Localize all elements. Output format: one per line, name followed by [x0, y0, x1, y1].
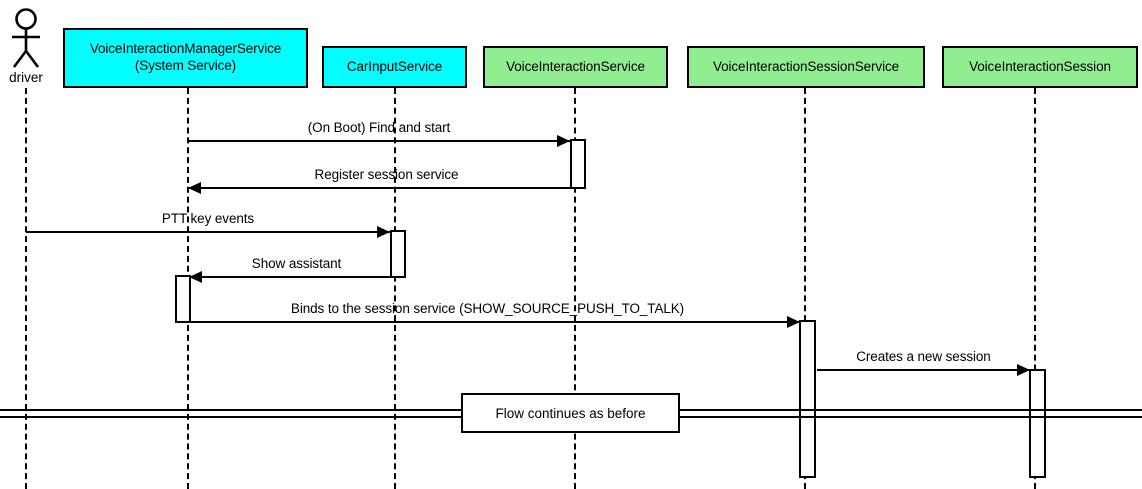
message-label-register-session-service: Register session service	[314, 167, 459, 182]
participant-label-carinput: CarInputService	[346, 58, 443, 74]
actor-driver[interactable]	[6, 8, 46, 70]
message-arrowhead-binds-to-session-service	[787, 316, 800, 328]
message-line-show-assistant	[188, 276, 405, 278]
message-arrowhead-show-assistant	[189, 271, 202, 283]
divider-note-label: Flow continues as before	[495, 405, 646, 421]
activation-bar-voiceinteractionmanagerservice	[175, 275, 191, 323]
message-arrowhead-register-session-service	[188, 182, 201, 194]
message-line-on-boot-find-and-start	[188, 140, 570, 142]
activation-bar-voiceinteractionservice	[570, 139, 586, 189]
message-label-show-assistant: Show assistant	[251, 256, 342, 271]
participant-voiceinteractionsessionservice[interactable]: VoiceInteractionSessionService	[687, 46, 925, 88]
message-line-creates-a-new-session	[817, 369, 1030, 371]
lifeline-vis	[574, 88, 576, 489]
message-label-ptt-key-events: PTT key events	[161, 211, 255, 226]
participant-label-viss: VoiceInteractionSessionService	[712, 58, 900, 74]
participant-label-vis: VoiceInteractionService	[506, 58, 645, 74]
message-label-creates-a-new-session: Creates a new session	[856, 349, 991, 364]
participant-voiceinteractionsession[interactable]: VoiceInteractionSession	[942, 46, 1138, 88]
message-arrowhead-creates-a-new-session	[1017, 364, 1030, 376]
participant-voiceinteractionservice[interactable]: VoiceInteractionService	[483, 46, 668, 88]
lifeline-carinput	[394, 88, 396, 489]
actor-driver-label: driver	[9, 70, 43, 85]
message-line-binds-to-session-service	[175, 321, 800, 323]
message-line-register-session-service	[188, 187, 585, 189]
lifeline-viss	[804, 88, 806, 489]
lifeline-driver	[25, 88, 27, 489]
participant-carinputservice[interactable]: CarInputService	[322, 46, 467, 88]
participant-label-vsession: VoiceInteractionSession	[969, 58, 1111, 74]
lifeline-vsession	[1034, 88, 1036, 489]
message-label-on-boot-find-and-start: (On Boot) Find and start	[307, 120, 451, 135]
message-line-ptt-key-events	[26, 231, 390, 233]
divider-note-flow-continues: Flow continues as before	[461, 393, 680, 433]
message-label-binds-to-session-service: Binds to the session service (SHOW_SOURC…	[290, 301, 685, 316]
stick-figure-icon	[12, 8, 40, 68]
participant-voiceinteractionmanagerservice[interactable]: VoiceInteractionManagerService (System S…	[63, 28, 308, 88]
message-arrowhead-ptt-key-events	[377, 226, 390, 238]
activation-bar-voiceinteractionsessionservice	[799, 320, 816, 478]
participant-label-vims: VoiceInteractionManagerService	[89, 41, 282, 57]
message-arrowhead-on-boot-find-and-start	[557, 135, 570, 147]
activation-bar-voiceinteractionsession	[1029, 369, 1046, 478]
participant-sublabel-vims: (System Service)	[134, 58, 237, 73]
activation-bar-carinputservice	[390, 230, 406, 278]
